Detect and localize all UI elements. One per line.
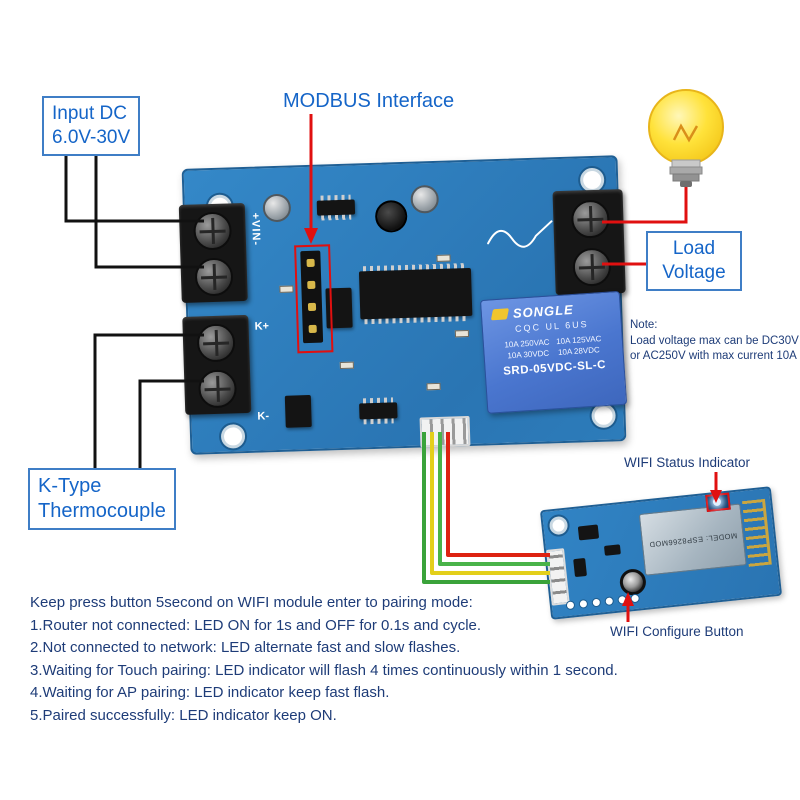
instruction-item: 1.Router not connected: LED ON for 1s an… [30, 616, 482, 634]
light-bulb-icon [648, 89, 724, 187]
relay-brand: SONGLE [512, 301, 575, 321]
ktype-line2: Thermocouple [38, 500, 166, 522]
callout-k-type-thermocouple: K-Type Thermocouple [28, 468, 176, 530]
wire-green-2 [438, 432, 550, 566]
mount-hole-icon [579, 167, 605, 193]
callout-load-voltage: Load Voltage [646, 231, 742, 291]
relay: SONGLE CQC UL 6US 10A 250VAC 10A 125VAC … [479, 290, 628, 414]
wifi-cable-connector [419, 415, 471, 448]
modbus-highlight-box [294, 244, 334, 354]
capacitor-icon [262, 193, 292, 223]
instructions-intro: Keep press button 5second on WIFI module… [30, 594, 473, 611]
capacitor-icon [410, 184, 440, 214]
resistor [279, 285, 294, 293]
screw-k-minus [197, 369, 238, 409]
wire-red [446, 432, 550, 557]
terminal-block-load [552, 189, 626, 296]
input-dc-line2: 6.0V-30V [52, 126, 131, 148]
ktype-line1: K-Type [38, 475, 102, 497]
note-title: Note: [630, 319, 658, 331]
ic-chip [577, 524, 600, 541]
label-wifi-configure-button: WIFI Configure Button [610, 624, 744, 639]
resistor [454, 329, 470, 338]
resistor [339, 361, 354, 370]
ic-chip [284, 394, 312, 428]
resistor [426, 382, 441, 391]
note-line2: or AC250V with max current 10A [630, 350, 797, 363]
mount-hole-icon [548, 515, 569, 536]
mount-hole-icon [220, 424, 246, 449]
vin-silkscreen-label: +VIN- [249, 212, 263, 247]
screw-vin-minus [194, 257, 234, 297]
callout-input-dc: Input DC 6.0V-30V [42, 96, 141, 156]
wifi-status-led-icon [712, 497, 722, 507]
ic-chip [603, 544, 621, 556]
esp8266-shield: MODEL: ESP8266MOD [638, 503, 747, 576]
k-minus-silkscreen-label: K- [257, 410, 270, 423]
resistor [436, 254, 451, 262]
load-voltage-note: Note: Load voltage max can be DC30V or A… [630, 318, 800, 365]
ic-chip [359, 402, 398, 420]
load-voltage-line1: Load [672, 238, 716, 259]
wire-yellow [430, 432, 550, 575]
mcu-chip [358, 267, 473, 320]
main-controller-board: +VIN- K+ K- SONGLE CQC UL 6US 10A 250VAC… [178, 155, 628, 455]
mount-hole-icon [591, 403, 616, 429]
terminal-block-vin [178, 202, 248, 303]
ic-chip [316, 199, 356, 216]
esp8266-model-label: MODEL: ESP8266MOD [648, 530, 738, 549]
wire-green-1 [422, 432, 550, 584]
label-wifi-status-indicator: WIFI Status Indicator [624, 455, 751, 470]
songle-logo-icon [490, 308, 510, 321]
input-dc-line1: Input DC [52, 103, 127, 124]
instruction-item: 2.Not connected to network: LED alternat… [30, 639, 461, 656]
wifi-status-led-highlight [705, 492, 731, 512]
load-voltage-line2: Voltage [662, 261, 726, 283]
screw-load-1 [570, 199, 610, 239]
screw-k-plus [196, 323, 236, 363]
note-line1: Load voltage max can be DC30V [630, 334, 799, 347]
callout-modbus-interface: MODBUS Interface [283, 90, 455, 112]
silkscreen-wave-icon [487, 220, 553, 248]
pairing-instructions: Keep press button 5second on WIFI module… [30, 592, 775, 727]
inductor-icon [374, 199, 408, 233]
terminal-block-thermocouple [182, 314, 252, 415]
ic-chip [573, 557, 587, 578]
screw-vin-plus [192, 211, 233, 251]
screw-load-2 [572, 247, 612, 287]
k-plus-silkscreen-label: K+ [254, 320, 270, 333]
wifi-antenna-icon [742, 498, 772, 567]
instruction-item: 4.Waiting for AP pairing: LED indicator … [30, 684, 390, 701]
instruction-item: 5.Paired successfully: LED indicator kee… [30, 706, 337, 724]
instruction-item: 3.Waiting for Touch pairing: LED indicat… [30, 661, 618, 679]
